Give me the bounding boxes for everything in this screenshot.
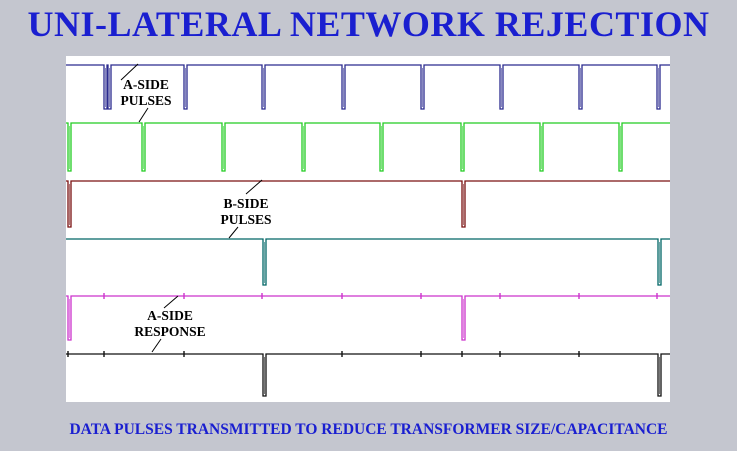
waveform-trace-3 (66, 180, 670, 228)
callout-b-side-pulses-line1: B-SIDE (223, 196, 268, 211)
waveform-trace-1 (66, 64, 670, 110)
callout-pointer-a-side-pulses-bottom (138, 107, 149, 123)
callout-a-side-pulses-line1: A-SIDE (123, 77, 169, 92)
waveform-line (66, 64, 670, 110)
waveform-trace-4 (66, 238, 670, 286)
page-title: UNI-LATERAL NETWORK REJECTION (27, 4, 710, 44)
waveform-trace-5 (66, 293, 670, 341)
callout-pointer-a-side-response-bottom (151, 338, 162, 353)
waveform-trace-6 (66, 351, 670, 397)
callout-pointer-b-side-pulses-top (245, 179, 263, 195)
waveform-line (66, 295, 670, 341)
callout-pointer-a-side-response-top (163, 295, 179, 309)
caption: DATA PULSES TRANSMITTED TO REDUCE TRANSF… (69, 421, 668, 438)
waveform-line (66, 353, 670, 397)
waveform-trace-2 (66, 122, 670, 172)
waveform-line (66, 180, 670, 228)
callout-a-side-response-line1: A-SIDE (147, 308, 193, 323)
callout-a-side-response-line2: RESPONSE (134, 324, 205, 339)
callout-pointer-b-side-pulses-bottom (228, 226, 239, 239)
waveform-panel: A-SIDE PULSES B-SIDE PULSES A-SIDE RESPO… (66, 56, 670, 402)
waveform-line (66, 238, 670, 286)
waveform-line (66, 122, 670, 172)
callout-a-side-pulses-line2: PULSES (120, 93, 171, 108)
waveform-display: A-SIDE PULSES B-SIDE PULSES A-SIDE RESPO… (66, 63, 670, 397)
callout-b-side-pulses-line2: PULSES (220, 212, 271, 227)
callout-pointer-a-side-pulses-top (120, 63, 139, 81)
